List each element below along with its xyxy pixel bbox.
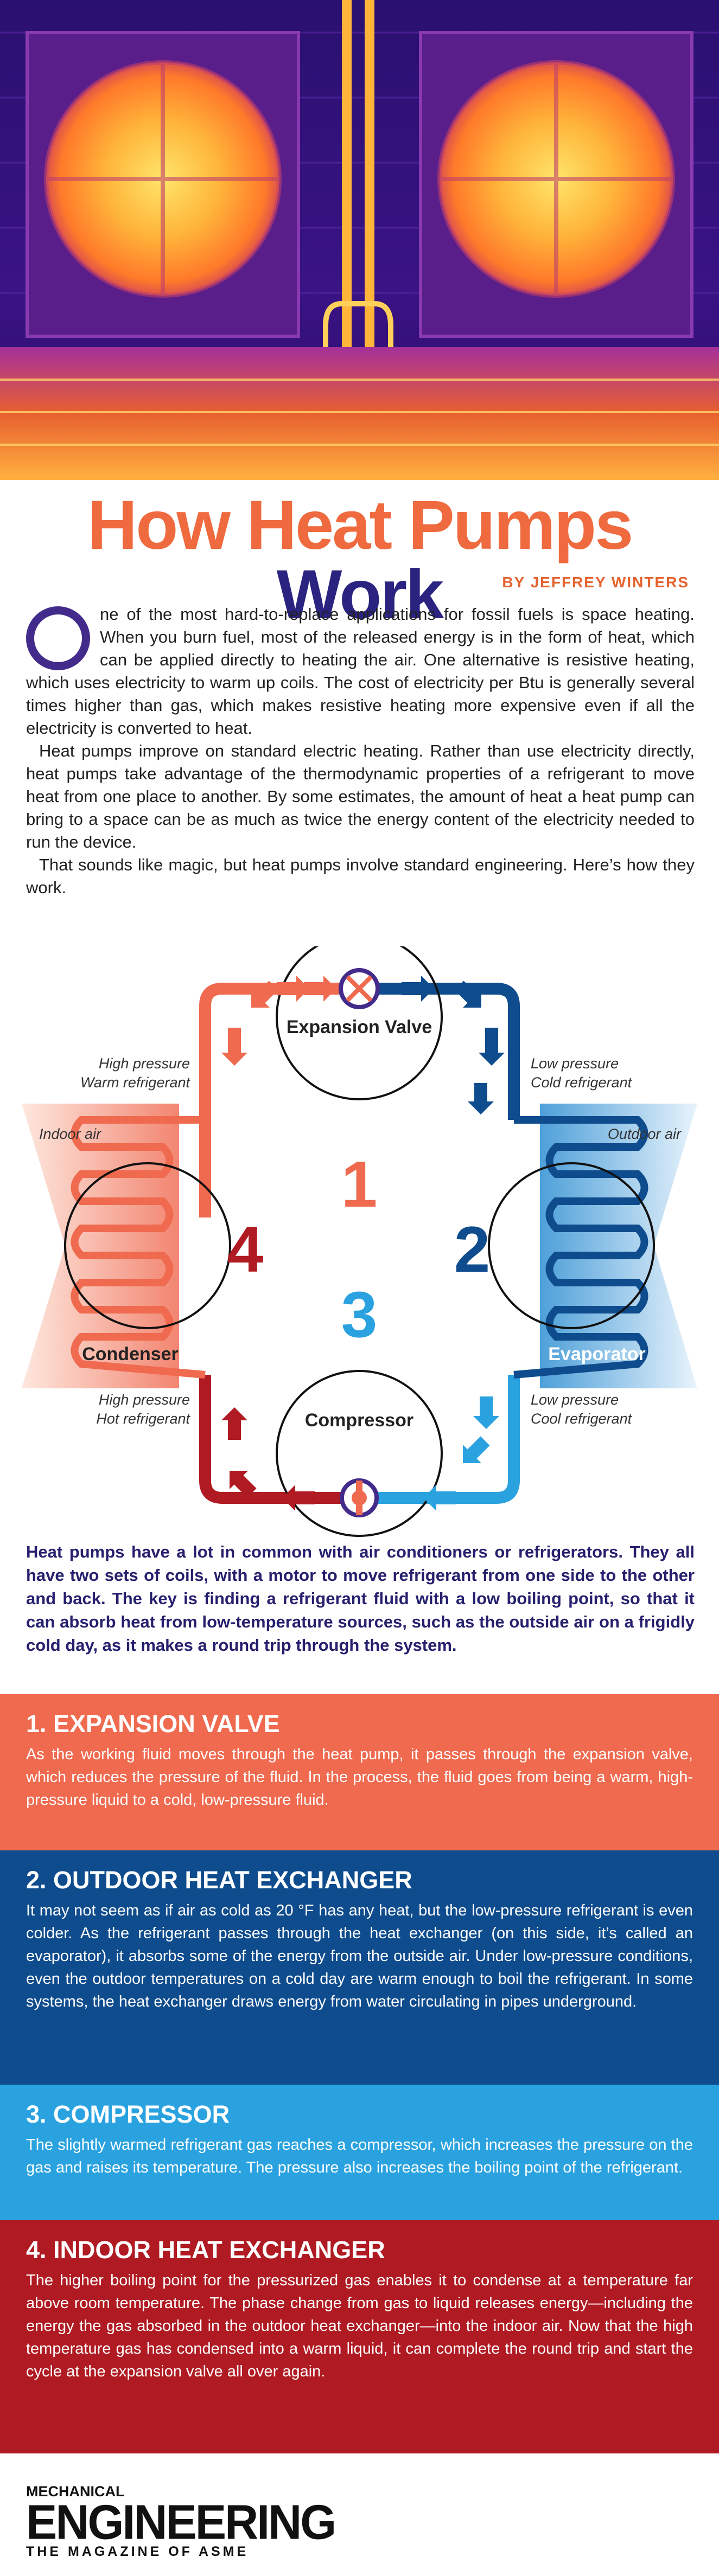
pipe-bottom-right (359, 1375, 520, 1504)
intro-paragraph-3: That sounds like magic, but heat pumps i… (26, 855, 695, 897)
expansion-valve-icon (339, 968, 380, 1009)
compressor-circle (276, 1370, 443, 1537)
flow-arrow (230, 1471, 257, 1498)
section-body: As the working fluid moves through the h… (26, 1746, 693, 1809)
section-title: 2. OUTDOOR HEAT EXCHANGER (26, 1866, 412, 1894)
section-outdoor-heat-exchanger: 2. OUTDOOR HEAT EXCHANGER It may not see… (0, 1850, 719, 2085)
bottom-right-label-1: Low pressure (531, 1392, 619, 1408)
indoor-air-label: Indoor air (39, 1126, 101, 1142)
top-right-label-2: Cold refrigerant (531, 1074, 633, 1091)
section-body: The higher boiling point for the pressur… (26, 2272, 693, 2380)
flow-arrow (423, 1485, 456, 1511)
bottom-left-label-2: Hot refrigerant (96, 1411, 190, 1427)
flow-arrow (304, 976, 336, 1002)
section-title: 3. COMPRESSOR (26, 2100, 230, 2128)
top-right-label-1: Low pressure (531, 1055, 619, 1072)
section-compressor: 3. COMPRESSOR The slightly warmed refrig… (0, 2085, 719, 2220)
bottom-left-label-1: High pressure (99, 1392, 190, 1408)
intro-text: ne of the most hard-to-replace applicati… (26, 603, 695, 899)
summary-text: Heat pumps have a lot in common with air… (26, 1542, 695, 1655)
top-left-label-1: High pressure (99, 1055, 190, 1072)
expansion-valve-label: Expansion Valve (287, 1017, 432, 1037)
section-title: 4. INDOOR HEAT EXCHANGER (26, 2236, 385, 2264)
section-indoor-heat-exchanger: 4. INDOOR HEAT EXCHANGER The higher boil… (0, 2220, 719, 2453)
condenser-label: Condenser (82, 1344, 179, 1364)
evaporator-circle (488, 1162, 655, 1329)
flow-arrow (479, 1028, 505, 1066)
evaporator-label: Evaporator (548, 1344, 646, 1364)
flow-arrow (282, 1485, 315, 1511)
section-title: 1. EXPANSION VALVE (26, 1710, 280, 1738)
logo-line-2: ENGINEERING (26, 2495, 336, 2550)
flow-arrow (473, 1396, 499, 1429)
compressor-icon (340, 1478, 379, 1517)
logo-line-1: MECHANICAL (26, 2483, 125, 2500)
magazine-logo: MECHANICAL ENGINEERING THE MAGAZINE OF A… (26, 2484, 352, 2560)
bottom-right-label-2: Cool refrigerant (531, 1411, 633, 1427)
pipe-top-left (199, 983, 359, 1217)
flow-arrow (221, 1407, 247, 1440)
condenser-circle (64, 1162, 231, 1329)
section-body: It may not seem as if air as cold as 20 … (26, 1902, 693, 2010)
intro-paragraph-1: ne of the most hard-to-replace applicati… (26, 605, 695, 738)
flow-arrow (251, 981, 278, 1008)
outdoor-air-label: Outdoor air (608, 1126, 682, 1142)
flow-arrow (468, 1083, 494, 1114)
step-number-2: 2 (454, 1213, 491, 1286)
hero-thermal-image (0, 0, 719, 480)
heat-pump-cycle-diagram: 1 2 3 4 Expansion Valve Compressor Conde… (0, 933, 719, 1543)
step-number-1: 1 (341, 1148, 378, 1221)
section-expansion-valve: 1. EXPANSION VALVE As the working fluid … (0, 1694, 719, 1850)
page-title: How Heat Pumps Work (0, 491, 719, 630)
title-part2: Work (276, 556, 444, 633)
flow-arrow (463, 1436, 490, 1463)
flow-arrow (221, 1028, 247, 1066)
section-body: The slightly warmed refrigerant gas reac… (26, 2136, 693, 2176)
byline: BY JEFFREY WINTERS (502, 574, 689, 591)
logo-line-3: THE MAGAZINE OF ASME (26, 2544, 249, 2559)
compressor-label: Compressor (305, 1410, 413, 1431)
flow-arrow (277, 976, 309, 1002)
pipe-bottom-left (199, 1375, 359, 1504)
flow-arrow (402, 976, 434, 1002)
title-part1: How Heat Pumps (87, 486, 633, 564)
top-left-label-2: Warm refrigerant (80, 1074, 191, 1091)
step-number-3: 3 (341, 1278, 378, 1351)
step-number-4: 4 (227, 1213, 264, 1286)
flow-arrow (454, 981, 481, 1008)
intro-paragraph-2: Heat pumps improve on standard electric … (26, 741, 695, 851)
pipe-top-right (359, 983, 520, 1120)
drop-cap-o-icon (26, 606, 90, 670)
